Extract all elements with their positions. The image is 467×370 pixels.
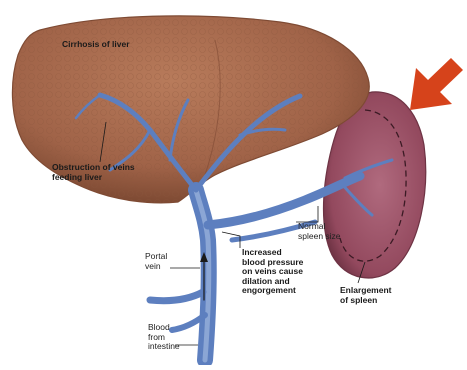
label-portal-vein: Portal vein bbox=[145, 252, 167, 271]
label-cirrhosis: Cirrhosis of liver bbox=[62, 40, 130, 50]
pointer-arrow-icon bbox=[410, 58, 463, 110]
label-normal-spleen: Normal spleen size bbox=[298, 222, 341, 241]
label-increased-pressure: Increased blood pressure on veins cause … bbox=[242, 248, 303, 296]
label-obstruction: Obstruction of veins feeding liver bbox=[52, 163, 135, 182]
label-enlargement: Enlargement of spleen bbox=[340, 286, 392, 305]
label-blood-from-intestine: Blood from intestine bbox=[148, 323, 180, 352]
